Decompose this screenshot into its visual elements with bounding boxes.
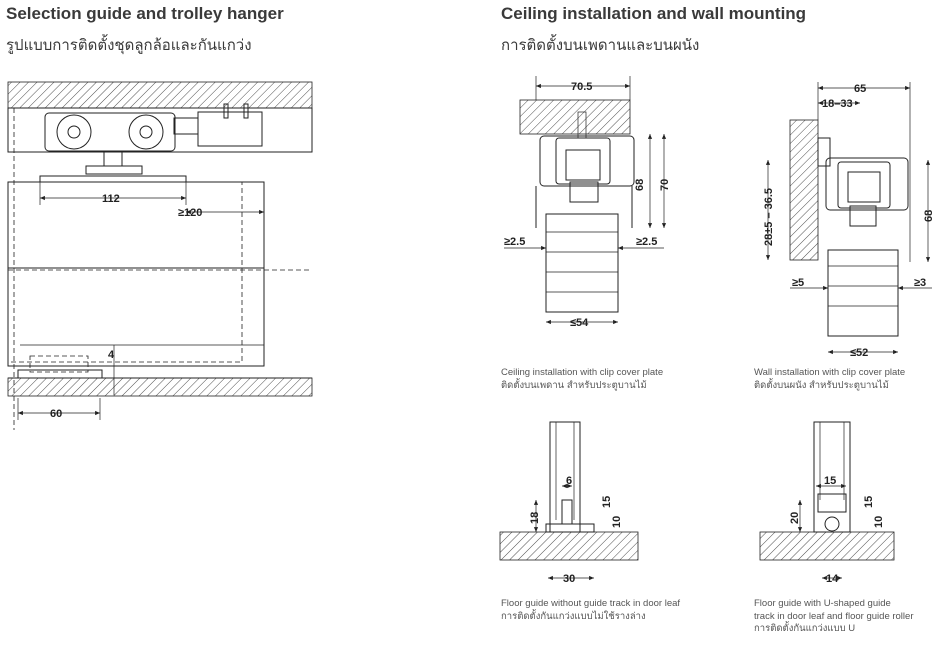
dim-28-36-5: 28±5 – 36.5	[763, 188, 775, 246]
dim-2-5-left: ≥2.5	[504, 236, 525, 248]
dim-18: 18	[529, 512, 541, 524]
caption-floor2-th: การติดตั้งกันแกว่งแบบ U	[754, 623, 856, 634]
dim-65: 65	[854, 83, 866, 95]
left-title: Selection guide and trolley hanger	[6, 4, 284, 23]
caption-floor-u-track: Floor guide with U-shaped guide track in…	[754, 598, 913, 636]
caption-floor1-th: การติดตั้งกันแกว่งแบบไม่ใช้รางล่าง	[501, 610, 646, 622]
dim-15-a: 15	[601, 496, 613, 508]
floor-hatch	[7, 377, 313, 397]
left-drawing: 112 ≥120 4 60	[7, 81, 313, 430]
caption-floor2-en-2: track in door leaf and floor guide rolle…	[754, 610, 914, 622]
dim-54: ≤54	[570, 317, 589, 329]
ceiling-track-hatch	[7, 81, 313, 109]
dim-20: 20	[789, 512, 801, 524]
caption-floor1-en: Floor guide without guide track in door …	[501, 598, 681, 609]
dim-68-wall: 68	[923, 210, 935, 222]
caption-wall-th: ติดตั้งบนผนัง สำหรับประตูบานไม้	[754, 379, 889, 391]
dim-60: 60	[50, 408, 62, 420]
floor-guide-no-track-drawing: 6 18 15 10 30	[499, 421, 639, 585]
left-subtitle: รูปแบบการติดตั้งชุดลูกล้อและกันแกว่ง	[6, 37, 252, 54]
ceiling-installation-drawing: 70.5 68 70 ≥2.5 ≥2.5 ≤54	[504, 76, 671, 329]
dim-30: 30	[563, 573, 575, 585]
caption-ceiling-th: ติดตั้งบนเพดาน สำหรับประตูบานไม้	[501, 379, 647, 391]
dim-15-top: 15	[824, 475, 836, 487]
dim-18-33: 18–33	[822, 98, 853, 110]
dim-6: 6	[566, 475, 572, 487]
floor-guide-u-track-drawing: 15 20 15 10 14	[759, 421, 895, 585]
caption-ceiling: Ceiling installation with clip cover pla…	[501, 367, 663, 392]
dim-10-b: 10	[873, 516, 885, 528]
caption-floor2-en-1: Floor guide with U-shaped guide	[754, 598, 891, 609]
dim-14: 14	[826, 573, 839, 585]
dim-52: ≤52	[850, 347, 868, 359]
wall-installation-drawing: 65 18–33 28±5 – 36.5 68 ≥5 ≥3 ≤52	[763, 82, 935, 359]
dim-70: 70	[659, 179, 671, 191]
dim-10-a: 10	[611, 516, 623, 528]
trolley-hanger	[39, 103, 263, 183]
caption-floor-no-track: Floor guide without guide track in door …	[501, 598, 680, 623]
dim-120: ≥120	[178, 207, 202, 219]
caption-wall-en: Wall installation with clip cover plate	[754, 367, 906, 378]
dim-4: 4	[108, 349, 115, 361]
dim-70-5: 70.5	[571, 81, 592, 93]
dim-3: ≥3	[914, 277, 926, 289]
right-title: Ceiling installation and wall mounting	[501, 4, 807, 23]
dim-5: ≥5	[792, 277, 804, 289]
right-subtitle: การติดตั้งบนเพดานและบนผนัง	[501, 37, 700, 54]
dim-112: 112	[102, 193, 120, 205]
caption-ceiling-en: Ceiling installation with clip cover pla…	[501, 367, 664, 378]
dim-2-5-right: ≥2.5	[636, 236, 657, 248]
caption-wall: Wall installation with clip cover plate …	[754, 367, 905, 392]
dim-15-b: 15	[863, 496, 875, 508]
dim-68: 68	[634, 179, 646, 191]
